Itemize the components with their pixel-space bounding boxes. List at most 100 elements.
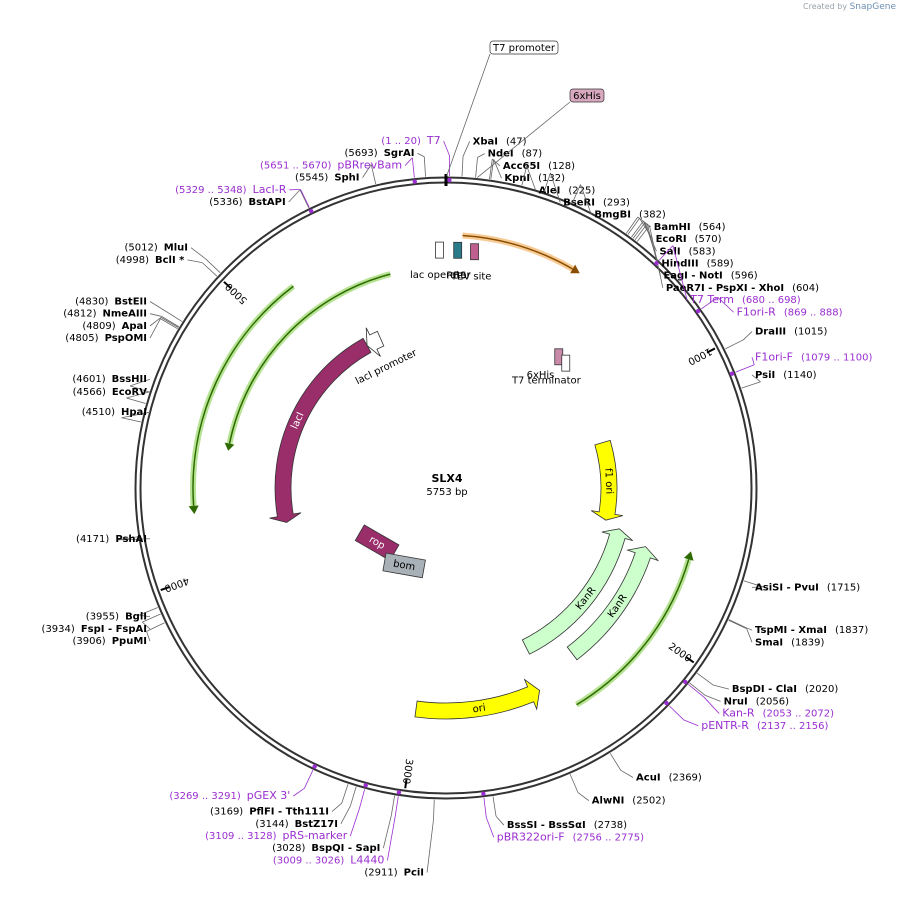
site-name: EagI - NotI	[663, 271, 722, 282]
site-name: NdeI	[488, 149, 514, 160]
site-position: (570)	[695, 234, 722, 245]
primer-label: F1ori-F(1079 .. 1100)	[755, 350, 872, 363]
site-leader	[492, 796, 497, 817]
site-label: BmgBI (382)	[594, 210, 666, 221]
primer-leader	[404, 157, 413, 166]
primer-marker	[481, 791, 486, 796]
site-leader	[728, 619, 748, 629]
site-position: (47)	[506, 136, 527, 147]
site-leader	[362, 164, 372, 178]
site-leader	[713, 684, 729, 690]
ring-feature-line	[576, 559, 690, 706]
site-position: (2502)	[632, 796, 665, 807]
site-name: BamHI	[654, 222, 691, 233]
primer-label: F1ori-R(869 .. 888)	[737, 305, 843, 318]
site-name: BstZ17I	[295, 819, 338, 830]
site-name: BspQI - SapI	[311, 843, 380, 854]
primer-leader	[349, 808, 360, 837]
site-name: PaeR7I - PspXI - XhoI	[666, 283, 784, 294]
primer-leader	[683, 719, 699, 727]
site-leader	[187, 259, 203, 264]
site-leader	[129, 378, 151, 387]
site-label: (5336)BstAPI	[209, 197, 285, 208]
site-leader	[126, 397, 146, 404]
site-label: BseRI(293)	[563, 197, 630, 208]
site-leader	[728, 619, 747, 630]
site-name: NruI	[724, 696, 748, 707]
site-position: (4830)	[75, 296, 108, 307]
site-leader	[161, 316, 180, 328]
site-leader	[341, 784, 349, 804]
site-name: TspMI - XmaI	[755, 625, 827, 636]
site-position: (382)	[639, 210, 666, 221]
primer-label: (5329 .. 5348)LacI-R	[175, 183, 287, 196]
site-leader	[461, 156, 464, 177]
primer-name: Kan-R	[722, 707, 755, 720]
ring-feature	[226, 271, 392, 445]
site-name: PspOMI	[105, 333, 147, 344]
site-leader	[627, 218, 640, 235]
site-leader	[390, 795, 396, 816]
site-leader	[526, 165, 537, 191]
primer-name: F1ori-R	[737, 305, 777, 318]
site-label: BamHI(564)	[654, 222, 726, 233]
site-label: (3955)BglI	[86, 612, 147, 623]
site-position: (4171)	[76, 534, 109, 545]
primer-marker	[654, 260, 659, 266]
site-position: (3934)	[42, 624, 75, 635]
site-label: BspDI - ClaI(2020)	[732, 684, 838, 695]
primer-range: (3269 .. 3291)	[169, 791, 241, 802]
primer-name: pBRrevBam	[337, 158, 402, 171]
primer-leader	[751, 357, 755, 365]
site-name: BstAPI	[249, 197, 286, 208]
ring-feature	[462, 232, 575, 272]
site-label: (4171)PshAI	[76, 534, 147, 545]
site-leader	[417, 152, 425, 158]
site-leader	[572, 184, 581, 203]
site-name: BssHII	[112, 374, 147, 385]
primer-marker	[447, 177, 452, 183]
tick-mark	[160, 586, 170, 592]
ring-feature-line	[228, 273, 391, 444]
feature-kanr	[566, 546, 660, 661]
primer-leader	[394, 796, 399, 817]
primer-leader	[300, 189, 310, 208]
site-name: EcoRV	[112, 387, 147, 398]
site-leader	[543, 172, 551, 192]
site-name: BstEII	[114, 296, 147, 307]
site-leader	[370, 164, 377, 185]
feature-rop	[354, 524, 400, 562]
primer-range: (680 .. 698)	[742, 295, 801, 306]
primer-range: (5651 .. 5670)	[260, 160, 332, 171]
site-label: Acc65I(128)	[503, 161, 575, 172]
site-label: NdeI(87)	[488, 149, 543, 160]
site-position: (1715)	[827, 582, 860, 593]
site-position: (3906)	[72, 636, 105, 647]
small-feature-label: lac operator	[410, 270, 471, 281]
site-position: (3144)	[255, 819, 288, 830]
site-leader	[746, 627, 753, 631]
primer-name: pENTR-R	[701, 719, 749, 732]
site-label: (4812)NmeAIII	[63, 309, 147, 320]
site-label: AlwNI(2502)	[592, 796, 666, 807]
site-leader	[521, 165, 528, 186]
boxed-leader	[477, 101, 571, 178]
site-label: DraIII(1015)	[755, 327, 828, 338]
site-leader	[160, 318, 178, 330]
site-position: (4566)	[73, 387, 106, 398]
plasmid-length: 5753 bp	[426, 487, 467, 498]
primer-range: (1079 .. 1100)	[801, 352, 873, 363]
site-label: SmaI(1839)	[755, 637, 824, 648]
feature-rbs	[453, 241, 463, 259]
tick-mark	[223, 281, 232, 289]
site-leader	[149, 313, 162, 317]
site-label: KpnI(132)	[504, 173, 565, 184]
site-name: BmgBI	[594, 210, 631, 221]
site-label: (5693)SgrAI	[344, 148, 414, 159]
site-label: BssSI - BssSαI(2738)	[507, 820, 627, 831]
site-leader	[433, 799, 435, 820]
site-label: (3906)PpuMI	[72, 636, 147, 647]
credit: Created by SnapGene	[803, 2, 896, 12]
site-name: BclI *	[155, 255, 185, 266]
site-name: KpnI	[504, 173, 530, 184]
